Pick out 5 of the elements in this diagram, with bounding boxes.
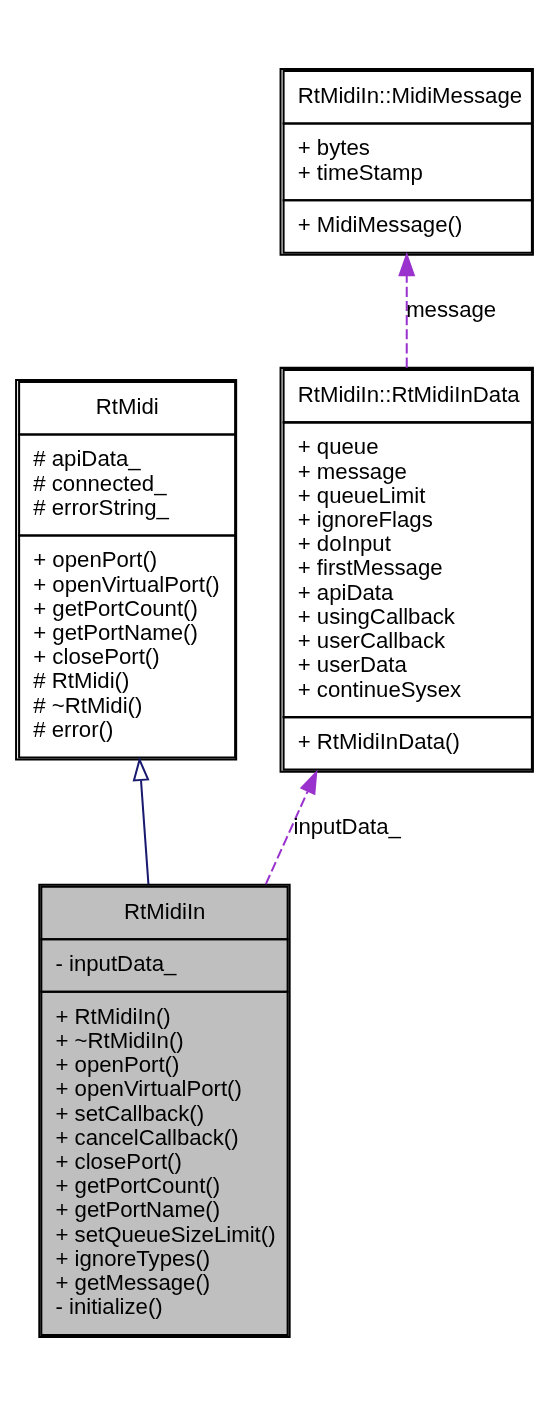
edge-label: message <box>406 296 497 322</box>
edge-label: inputData_ <box>293 813 401 839</box>
arrow <box>132 756 150 885</box>
arrow <box>398 251 416 368</box>
arrow <box>264 769 318 885</box>
